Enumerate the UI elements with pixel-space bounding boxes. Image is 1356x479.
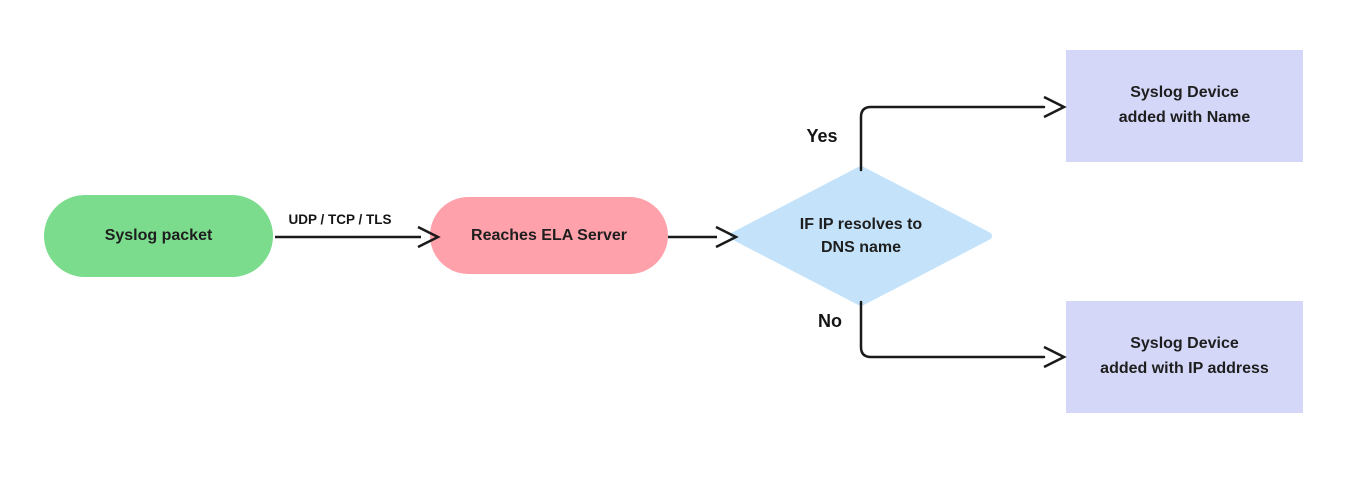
arrowhead-server-to-decision-icon (715, 225, 739, 249)
node-decision-label: IF IP resolves to DNS name (799, 215, 923, 256)
node-syslog-device-name: Syslog Device added with Name (1066, 50, 1303, 162)
edge-decision-yes (859, 105, 1046, 172)
edge-label-yes: Yes (806, 126, 838, 146)
node-syslog-packet: Syslog packet (44, 195, 273, 277)
node-syslog-device-ip-label: Syslog Device added with IP address (1100, 335, 1269, 377)
node-reaches-ela-server: Reaches ELA Server (430, 197, 668, 274)
edge-decision-no (859, 300, 1046, 359)
node-syslog-device-ip: Syslog Device added with IP address (1066, 301, 1303, 413)
edge-label-transport: UDP / TCP / TLS (288, 212, 392, 227)
node-syslog-packet-label: Syslog packet (104, 227, 213, 244)
node-syslog-device-name-label: Syslog Device added with Name (1118, 84, 1251, 126)
edge-label-no: No (818, 311, 842, 331)
arrowhead-decision-no-icon (1043, 345, 1067, 369)
arrowhead-decision-yes-icon (1043, 95, 1067, 119)
node-reaches-ela-server-label: Reaches ELA Server (471, 226, 627, 244)
